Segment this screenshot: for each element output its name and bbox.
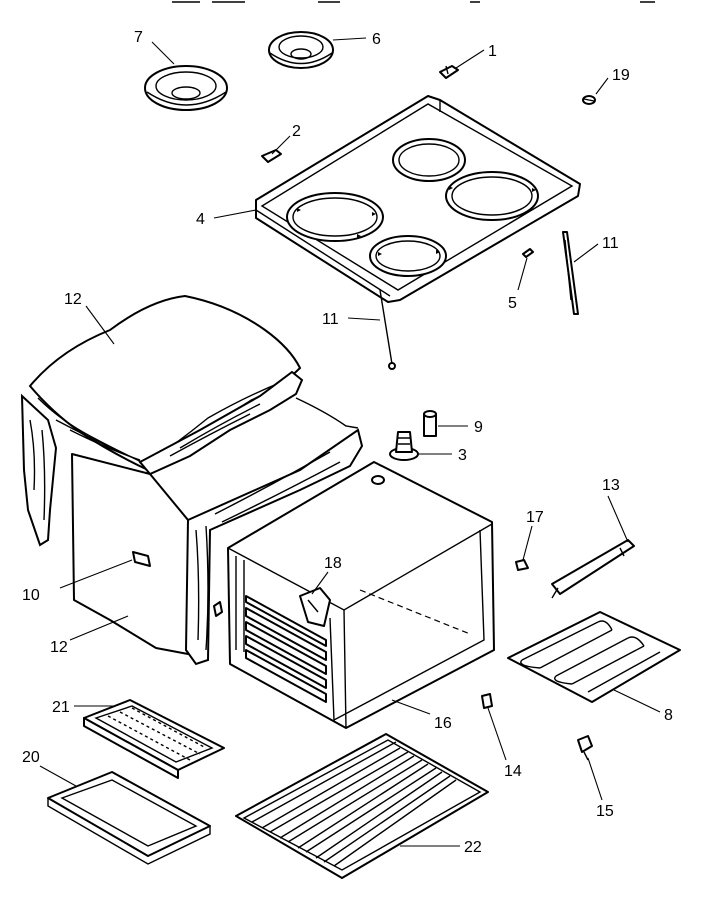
support-rod-left bbox=[379, 289, 396, 370]
label-part-12: 12 bbox=[64, 291, 82, 308]
label-part-15: 15 bbox=[596, 803, 614, 820]
label-part-20: 20 bbox=[22, 749, 40, 766]
retainer-clip bbox=[577, 735, 593, 761]
label-part-6: 6 bbox=[372, 31, 381, 48]
insulation-blanket-side bbox=[71, 397, 364, 666]
insulation-clip bbox=[132, 551, 151, 567]
label-part-16: 16 bbox=[434, 715, 452, 732]
label-part-1: 1 bbox=[488, 43, 497, 60]
broil-element bbox=[507, 611, 681, 703]
broil-pan-insert bbox=[83, 699, 225, 779]
leader-lines bbox=[39, 37, 661, 847]
screw bbox=[582, 95, 596, 105]
cooktop bbox=[255, 95, 581, 303]
drip-bowl-large bbox=[144, 65, 228, 111]
sleeve bbox=[423, 410, 437, 437]
label-part-22: 22 bbox=[464, 839, 482, 856]
small-screw bbox=[522, 248, 534, 258]
support-rod-right bbox=[562, 231, 579, 315]
label-part-7: 7 bbox=[134, 29, 143, 46]
cooktop-clip bbox=[439, 65, 459, 79]
label-part-5: 5 bbox=[508, 295, 517, 312]
insulation-blanket-top bbox=[20, 294, 304, 547]
bracket bbox=[261, 149, 282, 163]
label-part-19: 19 bbox=[612, 67, 630, 84]
oven-cavity bbox=[213, 461, 495, 729]
broil-pan bbox=[47, 771, 211, 865]
label-part-12: 12 bbox=[50, 639, 68, 656]
part-labels: 7 6 1 19 2 4 11 5 11 12 9 3 13 17 18 10 … bbox=[22, 29, 673, 856]
oven-rack bbox=[235, 733, 489, 879]
drip-bowl-small bbox=[268, 31, 334, 69]
label-part-17: 17 bbox=[526, 509, 544, 526]
light-socket bbox=[299, 587, 331, 627]
fitting bbox=[389, 431, 419, 461]
label-part-11: 11 bbox=[322, 311, 339, 328]
label-part-21: 21 bbox=[52, 699, 70, 716]
label-part-11: 11 bbox=[602, 235, 619, 252]
label-part-2: 2 bbox=[292, 123, 301, 140]
label-part-10: 10 bbox=[22, 587, 40, 604]
label-part-9: 9 bbox=[474, 419, 483, 436]
label-part-14: 14 bbox=[504, 763, 522, 780]
label-part-18: 18 bbox=[324, 555, 342, 572]
spring-clip bbox=[515, 559, 529, 571]
rail-bracket bbox=[551, 539, 635, 599]
label-part-8: 8 bbox=[664, 707, 673, 724]
element-clip bbox=[481, 693, 493, 709]
label-part-3: 3 bbox=[458, 447, 467, 464]
label-part-4: 4 bbox=[196, 211, 205, 228]
label-part-13: 13 bbox=[602, 477, 620, 494]
